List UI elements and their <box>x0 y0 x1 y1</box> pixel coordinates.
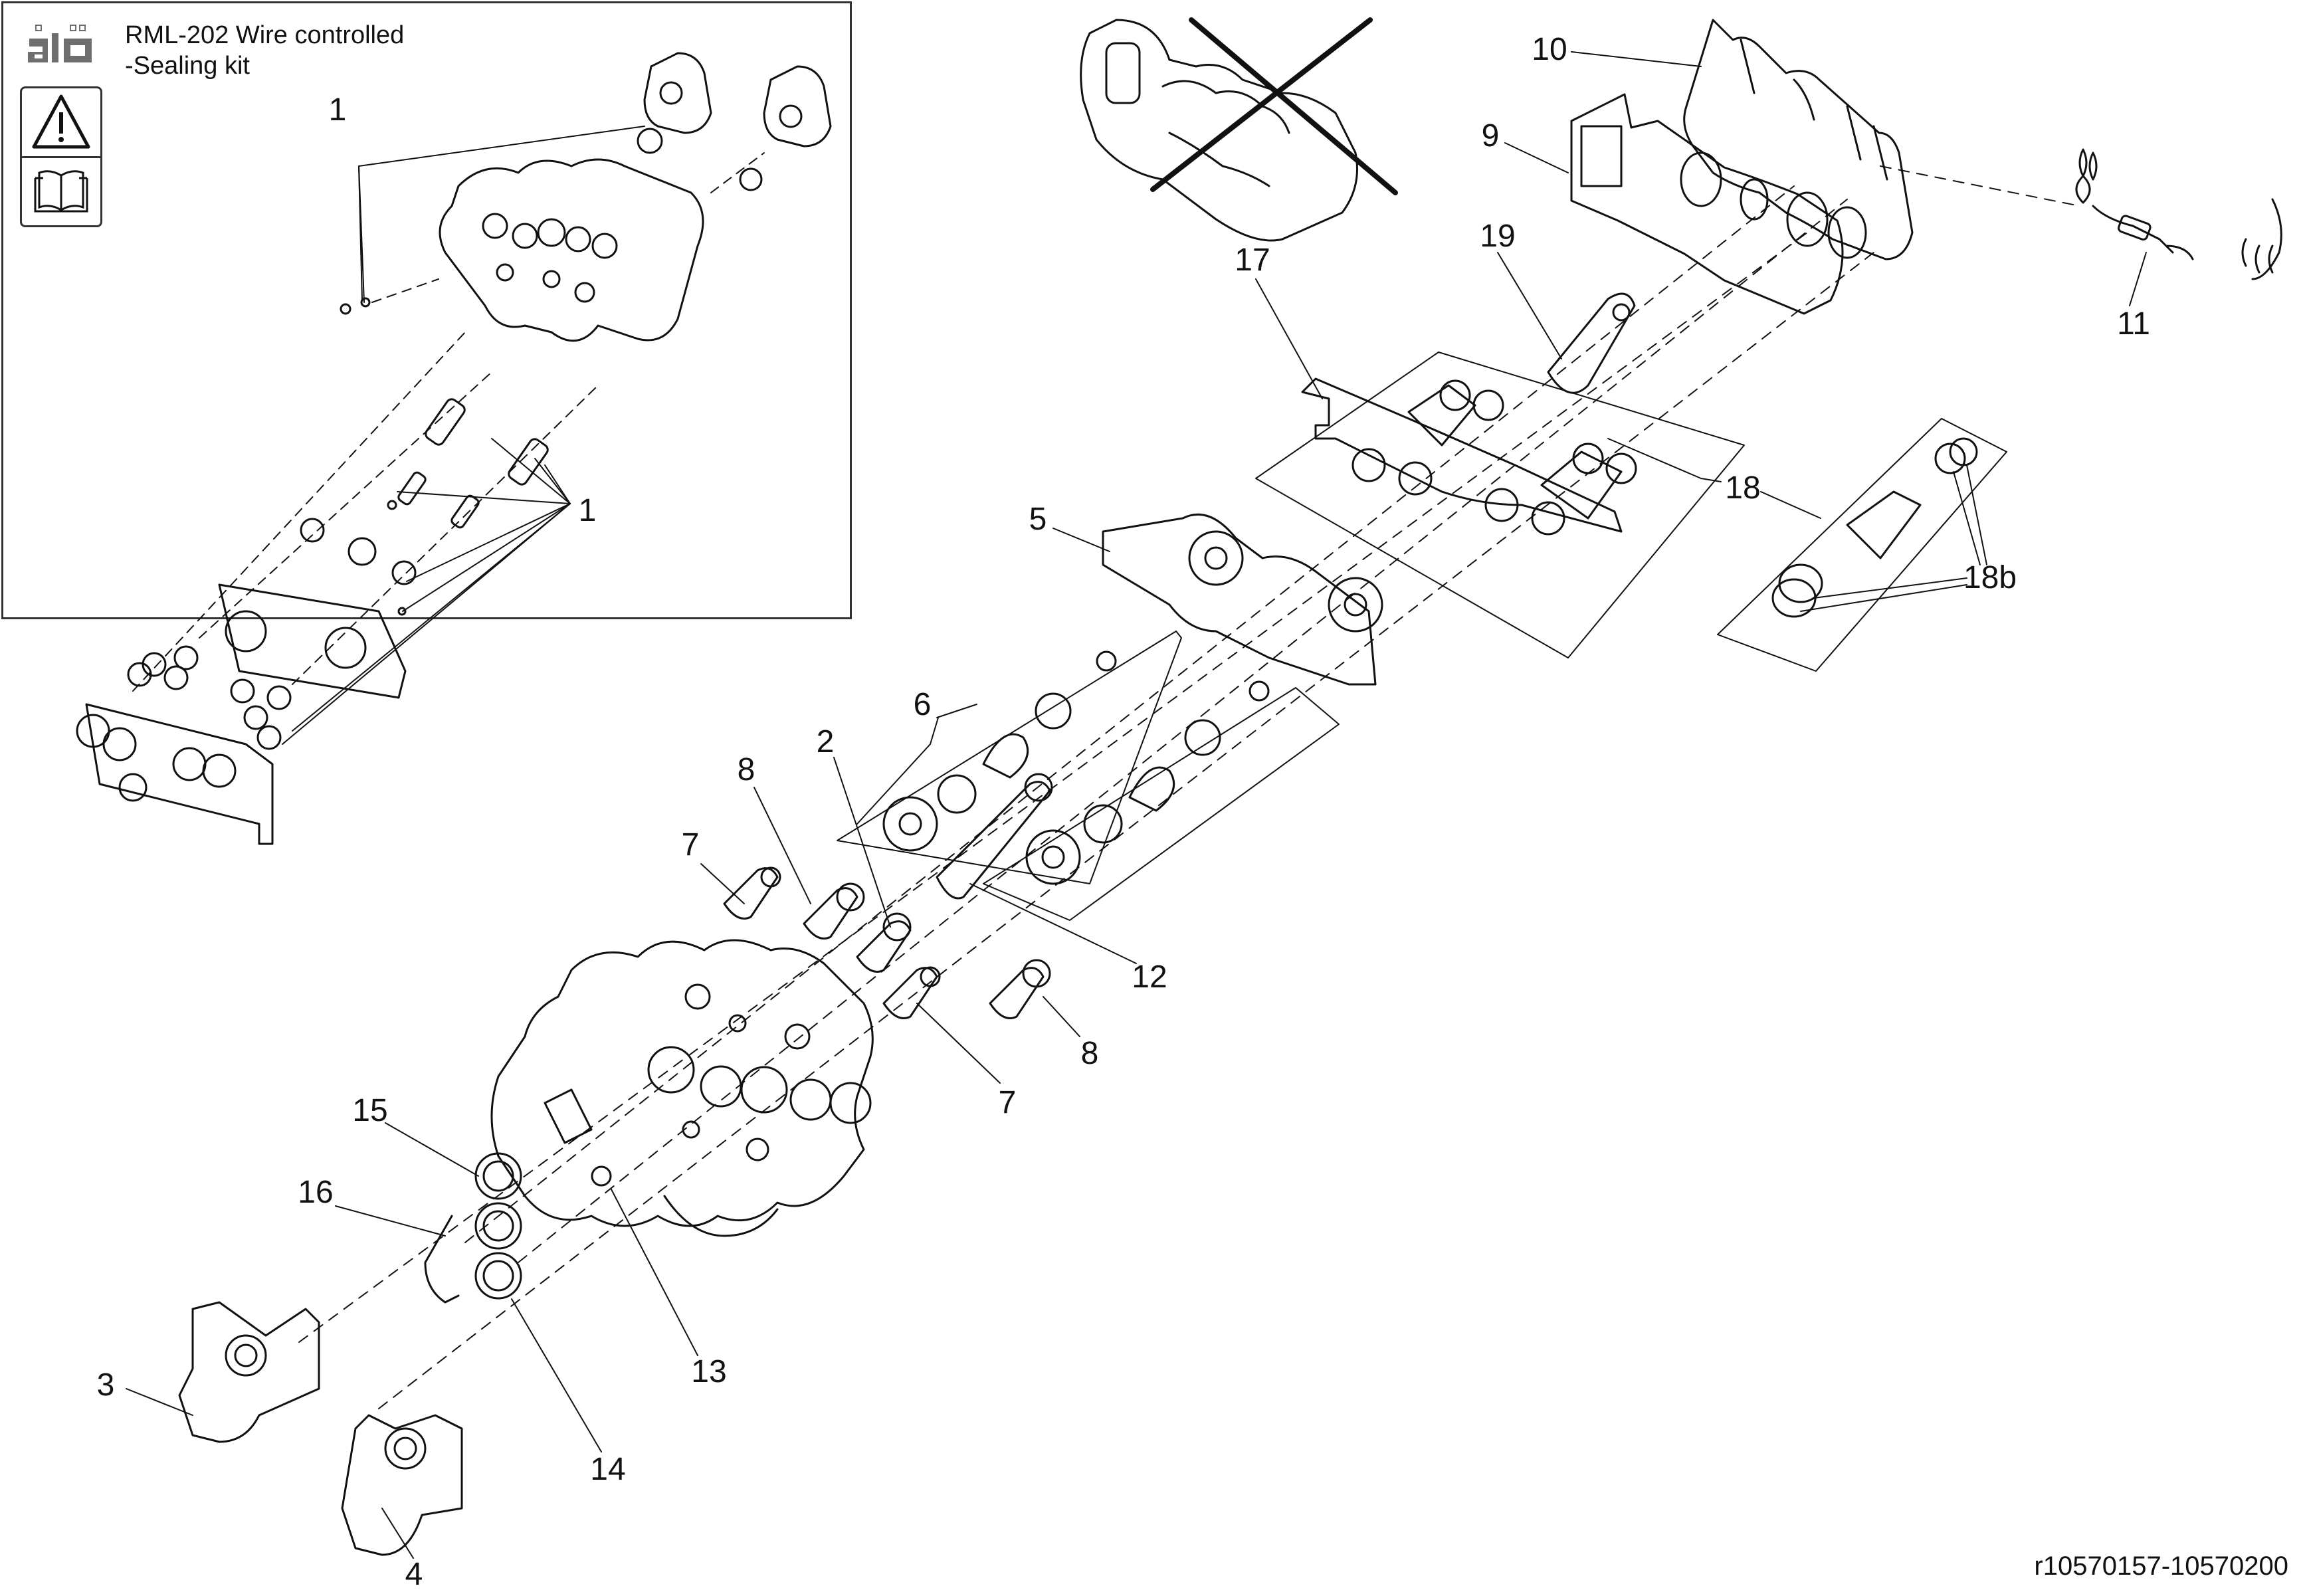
label-part-9: 9 <box>1481 118 1500 153</box>
cross-out-mark <box>1150 17 1398 195</box>
label-part-18: 18 <box>1725 470 1761 506</box>
label-part-19: 19 <box>1480 219 1516 254</box>
part-12-spool <box>936 773 1053 900</box>
label-part-13: 13 <box>691 1354 727 1389</box>
excluded-cover-part <box>1080 19 1358 242</box>
label-part-16: 16 <box>298 1175 334 1210</box>
part-18-fittings-group <box>1255 351 1745 658</box>
label-part-6: 6 <box>913 687 932 722</box>
label-part-2: 2 <box>816 724 835 759</box>
part-7-8-2-valves <box>723 866 1051 1019</box>
label-part-10: 10 <box>1532 32 1567 67</box>
label-part-14: 14 <box>590 1452 626 1487</box>
part-18-fittings <box>1407 379 1637 520</box>
parts-13-16-fittings <box>424 1152 612 1304</box>
label-part-17: 17 <box>1235 243 1270 278</box>
leader-lines <box>126 51 2147 1559</box>
label-part-8-upper: 8 <box>737 752 755 787</box>
assembly-axes <box>298 165 2080 1409</box>
inset-valve-assembly <box>76 52 832 845</box>
open-book-icon <box>34 170 88 213</box>
label-part-4: 4 <box>405 1557 423 1592</box>
part-5-coil-block <box>1102 513 1383 686</box>
part-17-gasket <box>1301 377 1623 536</box>
label-kit-1-bottom: 1 <box>578 493 597 528</box>
icon-divider <box>22 156 100 158</box>
label-part-11: 11 <box>2117 306 2150 342</box>
part-19-plug <box>1547 292 1636 394</box>
safety-icon-panel <box>20 86 102 227</box>
parts-3-4-end-caps <box>178 1301 463 1556</box>
label-part-7-upper: 7 <box>681 827 700 862</box>
title-line-2: -Sealing kit <box>125 52 250 80</box>
label-part-3: 3 <box>96 1367 115 1403</box>
title-line-1: RML-202 Wire controlled <box>125 21 405 49</box>
label-part-15: 15 <box>352 1093 388 1128</box>
part-11-wire-spring <box>2075 148 2282 280</box>
page-title: RML-202 Wire controlled -Sealing kit <box>125 20 404 81</box>
label-kit-1-top: 1 <box>328 92 347 128</box>
sealing-kit-inset <box>1 1 852 619</box>
label-part-5: 5 <box>1029 502 1047 537</box>
label-part-12: 12 <box>1132 959 1167 995</box>
part-9-housing <box>1570 93 1867 315</box>
main-valve-body <box>490 939 874 1237</box>
drawing-reference-number: r10570157-10570200 <box>2034 1551 2288 1581</box>
part-6-spring-pack <box>837 631 1340 921</box>
alo-logo <box>28 25 92 62</box>
label-part-18b: 18b <box>1963 560 2017 595</box>
label-part-7-lower: 7 <box>998 1085 1017 1120</box>
label-part-8-lower: 8 <box>1080 1036 1099 1071</box>
part-10-cover <box>1683 19 1914 260</box>
warning-triangle-icon <box>32 94 90 149</box>
part-18b-detail <box>1717 418 2007 672</box>
